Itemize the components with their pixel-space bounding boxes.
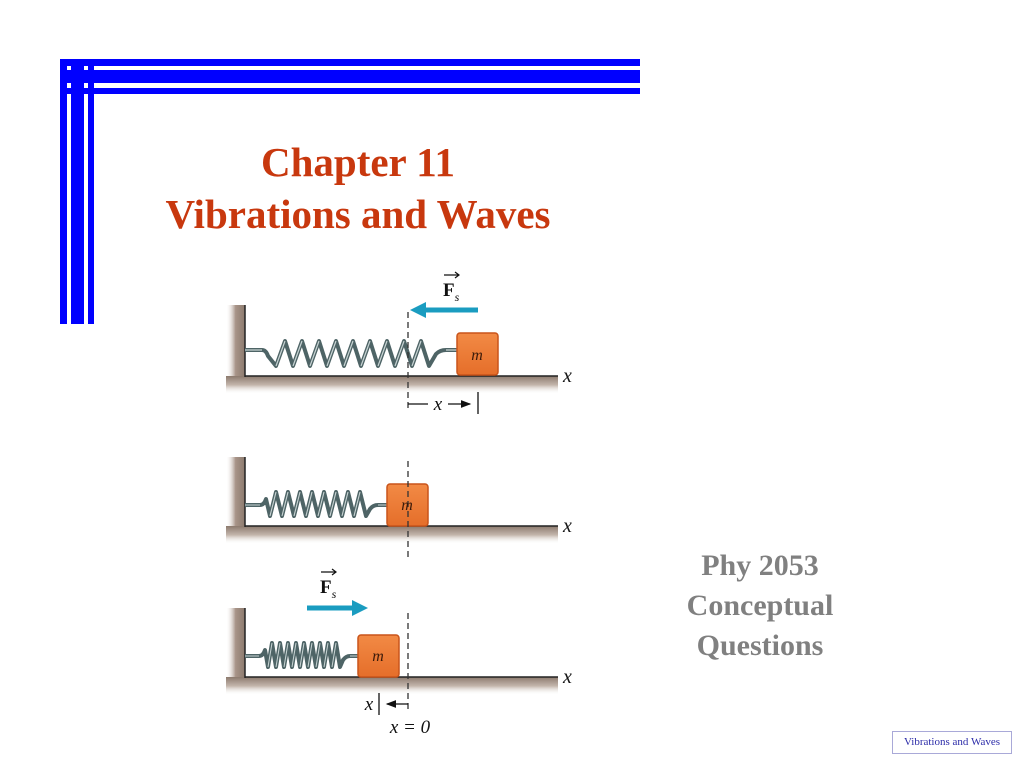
mass-block bbox=[357, 634, 400, 678]
course-subtitle: Phy 2053 Conceptual Questions bbox=[650, 546, 870, 666]
axis-label: x bbox=[562, 666, 572, 688]
subtitle-line-1: Phy 2053 bbox=[701, 549, 819, 582]
displacement-bracket bbox=[378, 693, 408, 715]
frame-gap bbox=[94, 83, 640, 88]
subtitle-line-2: Conceptual bbox=[686, 589, 834, 622]
frame-vbar-middle bbox=[71, 59, 84, 324]
spring bbox=[245, 490, 387, 518]
force-arrow-right bbox=[307, 600, 368, 616]
force-label: Fs bbox=[443, 280, 460, 304]
slide-title: Chapter 11 Vibrations and Waves bbox=[140, 136, 576, 240]
mass-label: m bbox=[372, 648, 384, 665]
title-line-1: Chapter 11 bbox=[260, 139, 455, 185]
frame-gap bbox=[67, 83, 71, 88]
origin-label: x = 0 bbox=[389, 717, 431, 738]
frame-vbar-left bbox=[60, 59, 67, 324]
floor bbox=[226, 526, 558, 544]
mass-label: m bbox=[401, 497, 413, 514]
force-label: Fs bbox=[320, 577, 337, 601]
frame-hbar-bottom bbox=[60, 88, 640, 94]
panel-stretched: m Fs x x bbox=[226, 271, 572, 415]
frame-gap bbox=[67, 94, 71, 324]
vector-arrow-glyph bbox=[444, 271, 460, 279]
axis-label: x bbox=[562, 515, 572, 537]
frame-gap bbox=[67, 66, 71, 70]
displacement-label: x bbox=[433, 394, 443, 415]
frame-gap bbox=[94, 66, 640, 70]
wall bbox=[226, 608, 245, 677]
wall bbox=[226, 457, 245, 526]
frame-gap bbox=[84, 83, 88, 88]
mass-label: m bbox=[471, 347, 483, 364]
vector-arrow-glyph bbox=[321, 568, 337, 576]
panel-equilibrium: m x bbox=[226, 457, 572, 558]
mass-block bbox=[456, 332, 499, 376]
footer-label: Vibrations and Waves bbox=[892, 731, 1012, 754]
force-arrow-left bbox=[410, 302, 478, 318]
axis-label: x bbox=[562, 365, 572, 387]
title-line-2: Vibrations and Waves bbox=[165, 191, 551, 237]
subtitle-line-3: Questions bbox=[696, 629, 824, 662]
frame-hbar-top bbox=[60, 59, 640, 66]
displacement-bracket bbox=[408, 392, 479, 414]
frame-hbar-middle bbox=[60, 70, 640, 83]
floor bbox=[226, 376, 558, 394]
frame-vbar-right bbox=[88, 59, 94, 324]
panel-compressed: m Fs x x x = 0 bbox=[226, 568, 572, 738]
frame-gap bbox=[84, 94, 88, 324]
frame-gap bbox=[84, 66, 88, 70]
wall bbox=[226, 305, 245, 376]
floor bbox=[226, 677, 558, 695]
displacement-label: x bbox=[364, 694, 374, 715]
